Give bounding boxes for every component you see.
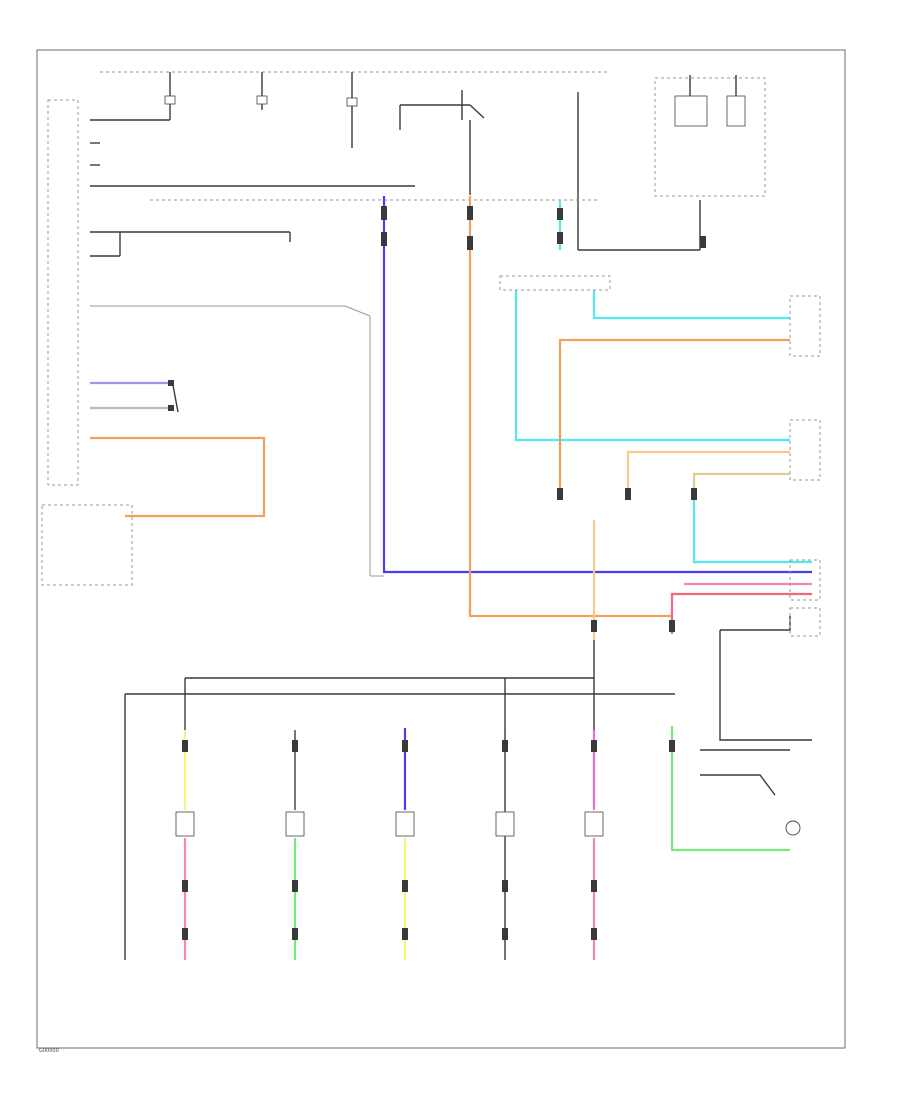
connector-icon [700, 236, 706, 248]
connector-icon [591, 880, 597, 892]
connectors [168, 206, 706, 940]
connector-icon [402, 880, 408, 892]
diagram-border [36, 49, 846, 1049]
wire-blue [382, 196, 812, 574]
connector-icon [557, 232, 563, 244]
connector-icon [402, 740, 408, 752]
colored-wires [90, 196, 812, 852]
connector-icon [182, 928, 188, 940]
connector-icon [557, 488, 563, 500]
wire-cyan-2 [514, 290, 790, 442]
connector-icon [691, 488, 697, 500]
connector-icon [591, 740, 597, 752]
connector-icon [502, 880, 508, 892]
wire-orange-left [90, 436, 266, 518]
bottom-switch-bus [124, 640, 801, 960]
switch-icon [285, 811, 305, 837]
right-module-boxes [499, 275, 821, 637]
connector-icon [168, 380, 174, 386]
connector-icon [168, 405, 174, 411]
wire-orange [468, 196, 672, 618]
switch-icon [584, 811, 604, 837]
top-fuse-section [100, 71, 766, 251]
connector-icon [591, 620, 597, 632]
connector-icon [182, 740, 188, 752]
connector-icon [467, 236, 473, 250]
connector-icon [502, 928, 508, 940]
wire-orange-right [558, 338, 790, 496]
connector-icon [402, 928, 408, 940]
wire-tan [692, 472, 790, 496]
connector-icon [591, 928, 597, 940]
connector-icon [625, 488, 631, 500]
connector-icon [669, 620, 675, 632]
bulb-icon [785, 820, 801, 836]
connector-icon [292, 928, 298, 940]
wire-cyan-3 [592, 290, 790, 320]
connector-icon [557, 208, 563, 220]
left-ecu-block [41, 99, 600, 586]
connector-icon [292, 740, 298, 752]
connector-icon [381, 206, 387, 220]
switch-icon [395, 811, 415, 837]
wire-cyan-4 [692, 480, 812, 564]
connector-icon [669, 740, 675, 752]
connector-icon [182, 880, 188, 892]
wire-light-orange [626, 450, 790, 496]
connector-icon [381, 232, 387, 246]
figure-code: G00000 [39, 1048, 59, 1054]
switch-icon [175, 811, 195, 837]
wire-green [670, 726, 790, 852]
switch-icon [495, 811, 515, 837]
connector-icon [292, 880, 298, 892]
connector-icon [467, 206, 473, 220]
connector-icon [502, 740, 508, 752]
